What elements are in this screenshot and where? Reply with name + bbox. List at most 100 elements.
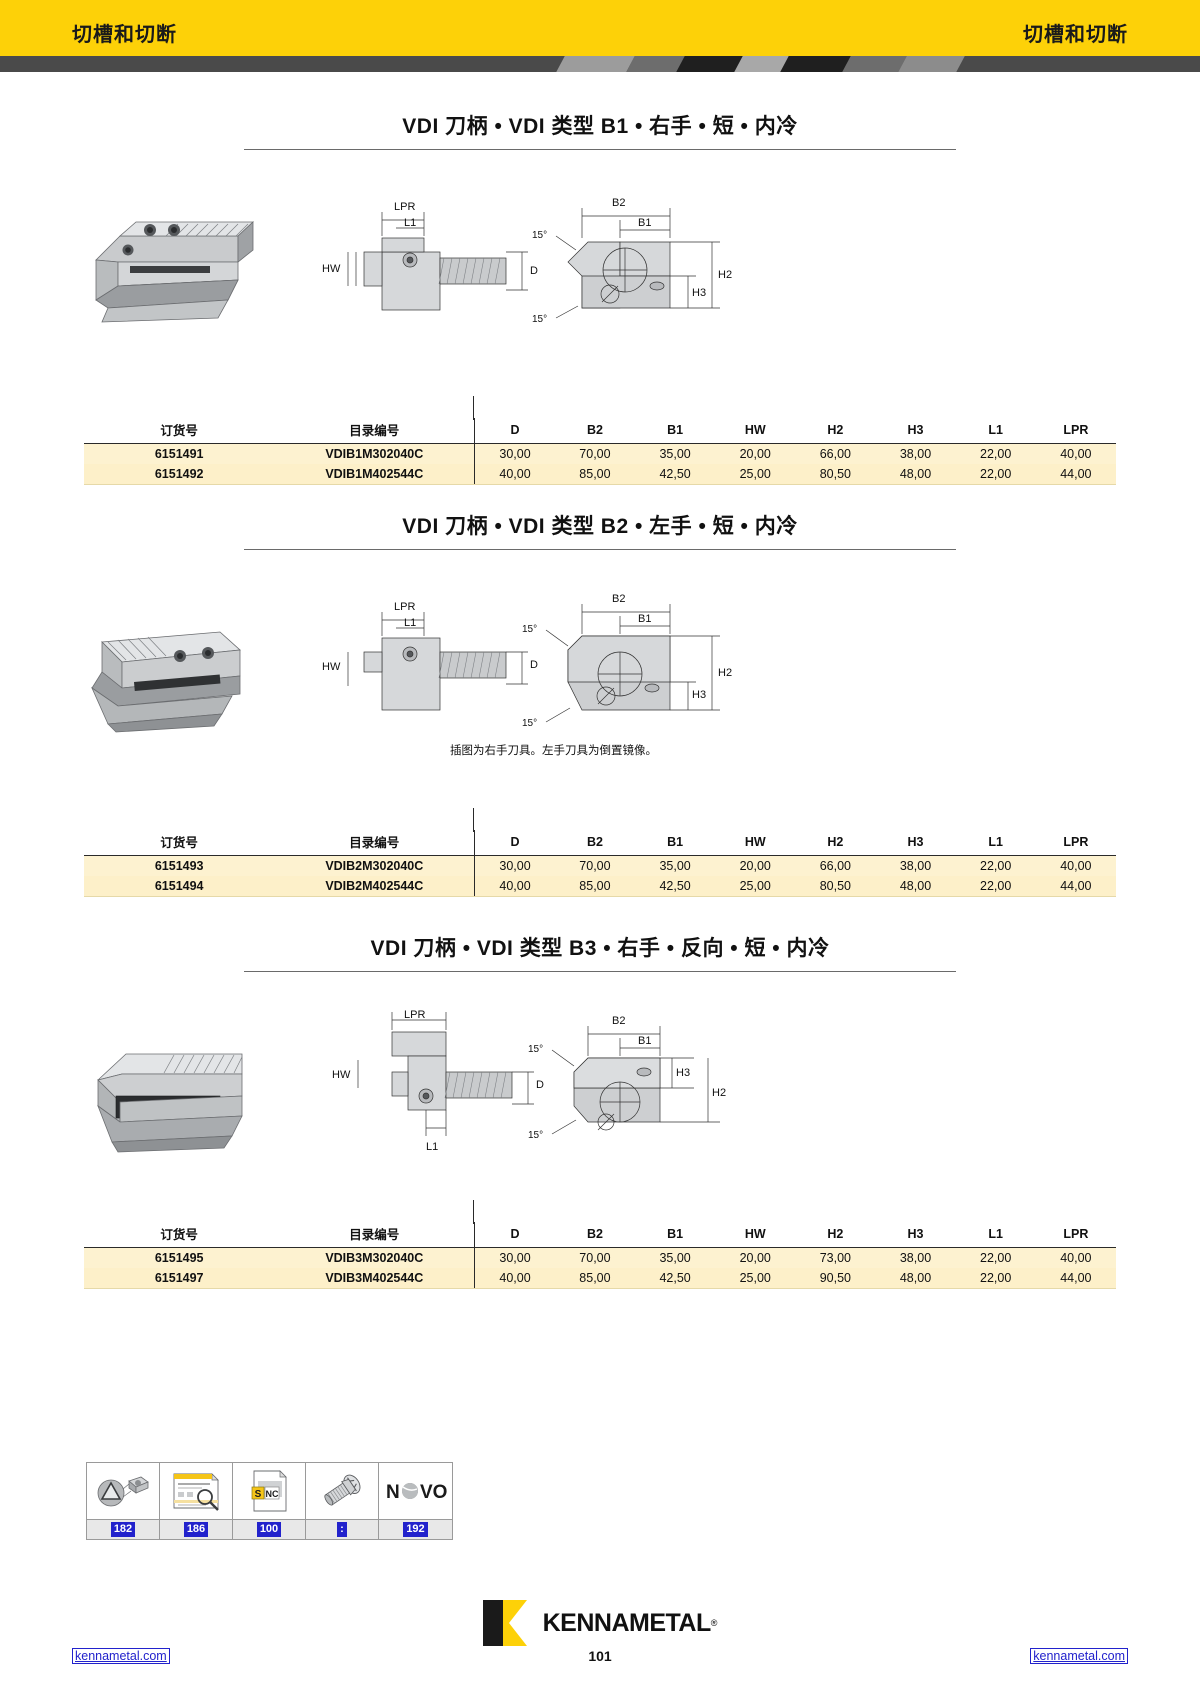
table-row[interactable]: 6151491 VDIB1M302040C 30,00 70,00 35,00 … bbox=[84, 443, 1116, 464]
col-h3: H3 bbox=[875, 418, 956, 444]
svg-text:15°: 15° bbox=[532, 230, 547, 241]
col-l1: L1 bbox=[955, 830, 1036, 856]
cell-order-number: 6151492 bbox=[84, 464, 275, 485]
icon-cell-catalog-search[interactable]: 186 bbox=[160, 1463, 233, 1539]
kennametal-k-logo bbox=[482, 1600, 527, 1646]
svg-text:H2: H2 bbox=[718, 667, 732, 679]
cell-catalog-number: VDIB2M302040C bbox=[274, 855, 475, 876]
svg-text:L1: L1 bbox=[426, 1141, 438, 1153]
cell-d: 30,00 bbox=[474, 1247, 555, 1268]
section-title-b3: VDI 刀柄 • VDI 类型 B3 • 右手 • 反向 • 短 • 内冷 bbox=[370, 937, 830, 960]
svg-text:15°: 15° bbox=[528, 1044, 543, 1055]
cell-hw: 20,00 bbox=[715, 1247, 796, 1268]
header-title-right: 切槽和切断 bbox=[1023, 24, 1128, 46]
cell-l1: 22,00 bbox=[955, 1268, 1036, 1289]
cell-b2: 85,00 bbox=[554, 464, 636, 485]
icon-page-ref: : bbox=[337, 1522, 347, 1537]
icon-cell-insert-geometry[interactable]: 182 bbox=[87, 1463, 160, 1539]
figure-note-b2: 插图为右手刀具。左手刀具为倒置镜像。 bbox=[450, 745, 657, 757]
brand-name: KENNAMETAL bbox=[542, 1608, 712, 1637]
svg-text:N: N bbox=[386, 1482, 400, 1503]
cell-b2: 70,00 bbox=[554, 1247, 636, 1268]
col-catalog-number: 目录编号 bbox=[274, 1222, 475, 1248]
table-row[interactable]: 6151497 VDIB3M402544C 40,00 85,00 42,50 … bbox=[84, 1268, 1116, 1289]
cell-l1: 22,00 bbox=[955, 464, 1036, 485]
table-row[interactable]: 6151495 VDIB3M302040C 30,00 70,00 35,00 … bbox=[84, 1247, 1116, 1268]
reference-icon-bar: 182 186 bbox=[86, 1462, 453, 1540]
col-hw: HW bbox=[715, 418, 796, 444]
cell-order-number: 6151491 bbox=[84, 443, 275, 464]
svg-text:L1: L1 bbox=[404, 617, 416, 629]
svg-text:15°: 15° bbox=[522, 624, 537, 635]
col-hw: HW bbox=[715, 830, 796, 856]
spec-table-b3: 订货号 目录编号 D B2 B1 HW H2 H3 L1 LPR 6151495… bbox=[84, 1200, 1116, 1289]
svg-text:HW: HW bbox=[332, 1069, 351, 1081]
section-rule-b3 bbox=[244, 971, 956, 972]
section-title-b2: VDI 刀柄 • VDI 类型 B2 • 左手 • 短 • 内冷 bbox=[402, 515, 798, 538]
cell-l1: 22,00 bbox=[955, 876, 1036, 897]
cell-hw: 20,00 bbox=[715, 855, 796, 876]
cell-b1: 42,50 bbox=[635, 464, 716, 485]
cell-order-number: 6151497 bbox=[84, 1268, 275, 1289]
col-catalog-number: 目录编号 bbox=[274, 418, 475, 444]
svg-text:B2: B2 bbox=[612, 593, 625, 605]
brand-logo: KENNAMETAL® bbox=[0, 1600, 1200, 1646]
svg-text:H2: H2 bbox=[712, 1087, 726, 1099]
tool-photo-b1 bbox=[95, 221, 255, 323]
table-row[interactable]: 6151494 VDIB2M402544C 40,00 85,00 42,50 … bbox=[84, 876, 1116, 897]
cell-catalog-number: VDIB3M402544C bbox=[274, 1268, 475, 1289]
cell-hw: 25,00 bbox=[715, 876, 796, 897]
cell-h3: 38,00 bbox=[875, 855, 956, 876]
website-link-right[interactable]: kennametal.com bbox=[1030, 1648, 1128, 1664]
screw-icon bbox=[306, 1463, 378, 1519]
section-b2: VDI 刀柄 • VDI 类型 B2 • 左手 • 短 • 内冷 bbox=[0, 510, 1200, 550]
cell-h3: 38,00 bbox=[875, 443, 956, 464]
section-b3: VDI 刀柄 • VDI 类型 B3 • 右手 • 反向 • 短 • 内冷 bbox=[0, 932, 1200, 972]
cell-lpr: 40,00 bbox=[1035, 1247, 1116, 1268]
cell-lpr: 40,00 bbox=[1035, 855, 1116, 876]
table-row[interactable]: 6151492 VDIB1M402544C 40,00 85,00 42,50 … bbox=[84, 464, 1116, 485]
col-h3: H3 bbox=[875, 1222, 956, 1248]
cell-h3: 38,00 bbox=[875, 1247, 956, 1268]
table-divider-b1 bbox=[473, 396, 475, 420]
page-header-band: 切槽和切断 切槽和切断 bbox=[0, 0, 1200, 56]
col-lpr: LPR bbox=[1035, 1222, 1116, 1248]
cell-h2: 66,00 bbox=[795, 855, 876, 876]
website-link-left[interactable]: kennametal.com bbox=[72, 1648, 170, 1664]
insert-geometry-icon bbox=[87, 1463, 159, 1519]
cell-h2: 90,50 bbox=[795, 1268, 876, 1289]
icon-cell-snc-document[interactable]: S NC 100 bbox=[233, 1463, 306, 1539]
catalog-page-search-icon bbox=[160, 1463, 232, 1519]
svg-text:H3: H3 bbox=[692, 287, 706, 299]
col-b2: B2 bbox=[554, 1222, 636, 1248]
cell-b1: 35,00 bbox=[635, 855, 716, 876]
svg-text:15°: 15° bbox=[532, 314, 547, 325]
table-header-row: 订货号 目录编号 D B2 B1 HW H2 H3 L1 LPR bbox=[84, 830, 1116, 856]
cell-lpr: 44,00 bbox=[1035, 1268, 1116, 1289]
spec-table-b2: 订货号 目录编号 D B2 B1 HW H2 H3 L1 LPR 6151493… bbox=[84, 808, 1116, 897]
cell-b2: 70,00 bbox=[554, 443, 636, 464]
engineering-drawing-b1: LPR L1 HW D B2 B1 H2 H3 15° 15° bbox=[322, 197, 732, 325]
cell-h3: 48,00 bbox=[875, 464, 956, 485]
svg-text:B1: B1 bbox=[638, 613, 651, 625]
cell-order-number: 6151494 bbox=[84, 876, 275, 897]
cell-h2: 66,00 bbox=[795, 443, 876, 464]
figure-zone-b3: LPR L1 HW D B2 B1 H3 H2 15° 15° bbox=[0, 1010, 1200, 1190]
header-stripe-band bbox=[0, 56, 1200, 72]
section-rule-b1 bbox=[244, 149, 956, 150]
col-order-number: 订货号 bbox=[84, 418, 275, 444]
svg-text:LPR: LPR bbox=[394, 201, 415, 213]
col-d: D bbox=[474, 1222, 555, 1248]
cell-d: 30,00 bbox=[474, 855, 555, 876]
cell-catalog-number: VDIB2M402544C bbox=[274, 876, 475, 897]
snc-document-icon: S NC bbox=[233, 1463, 305, 1519]
icon-label: 192 bbox=[379, 1519, 452, 1539]
svg-text:H2: H2 bbox=[718, 269, 732, 281]
cell-b1: 42,50 bbox=[635, 1268, 716, 1289]
svg-text:B2: B2 bbox=[612, 197, 625, 209]
figure-zone-b2: LPR L1 HW D B2 B1 H2 H3 15° 15° 插图为右手刀具。… bbox=[0, 590, 1200, 780]
table-row[interactable]: 6151493 VDIB2M302040C 30,00 70,00 35,00 … bbox=[84, 855, 1116, 876]
icon-cell-novo[interactable]: N VO 192 bbox=[379, 1463, 452, 1539]
icon-cell-screw[interactable]: : bbox=[306, 1463, 379, 1539]
